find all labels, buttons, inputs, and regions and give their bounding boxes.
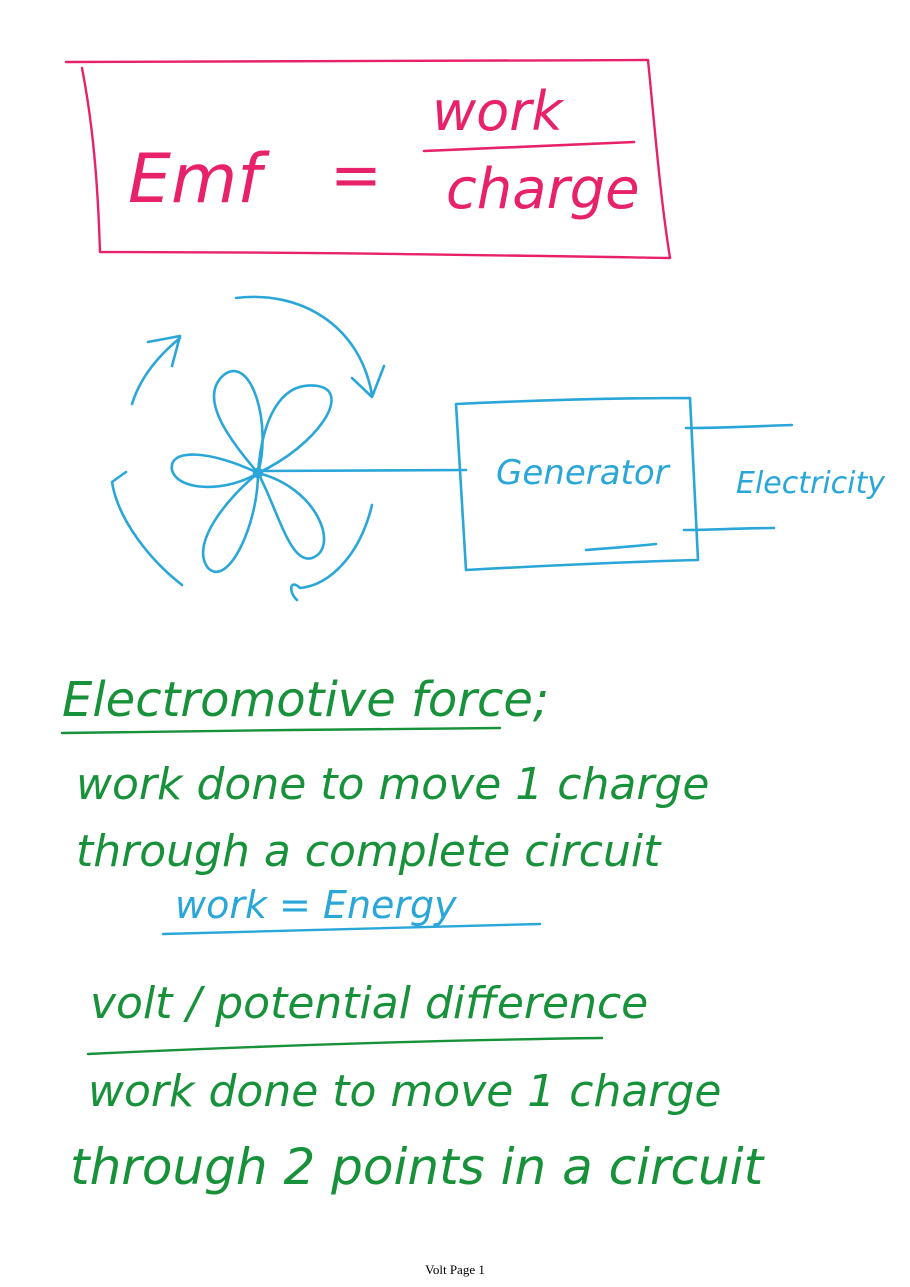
formula-box-border (64, 58, 672, 260)
fan-icon (170, 370, 333, 573)
emf-definition-heading: Electromotive force; (62, 672, 549, 728)
volt-definition: volt / potential difference work done to… (70, 978, 766, 1196)
generator-diagram (110, 295, 794, 602)
work-energy-underline (161, 922, 542, 936)
emf-definition: Electromotive force; work done to move 1… (60, 672, 709, 877)
volt-definition-line-1: work done to move 1 charge (88, 1066, 721, 1117)
volt-definition-heading: volt / potential difference (90, 978, 648, 1029)
fan-blade (170, 453, 260, 489)
emf-definition-line-1: work done to move 1 charge (76, 759, 709, 810)
volt-heading-underline (86, 1036, 604, 1056)
wind-arrow-left-icon (130, 334, 182, 406)
fan-blade (201, 471, 260, 573)
formula-numerator-text: work (432, 80, 565, 143)
wind-arrow-bottom-left-icon (110, 470, 184, 587)
fan-blade (256, 471, 326, 560)
formula-equals-sign: = (330, 138, 382, 211)
formula-emf-text: Emf (128, 140, 270, 219)
electricity-output-label: Electricity (736, 466, 886, 501)
output-wire-top (684, 423, 794, 430)
emf-heading-underline (60, 726, 502, 735)
formula-denominator-text: charge (446, 157, 640, 222)
volt-definition-line-2: through 2 points in a circuit (70, 1138, 766, 1196)
wind-arrow-bottom-right-icon (290, 503, 374, 602)
fan-blade (256, 384, 333, 475)
wind-arrow-top-icon (234, 295, 386, 399)
emf-definition-line-2: through a complete circuit (76, 826, 662, 877)
work-energy-note: work = Energy (161, 883, 542, 936)
output-wire-bottom (682, 526, 776, 532)
generator-box-label: Generator (496, 453, 671, 493)
generator-box-inner-stroke (584, 542, 658, 552)
fan-shaft-line (256, 468, 468, 473)
formula-fraction-bar (422, 140, 636, 153)
work-energy-note-text: work = Energy (175, 883, 457, 927)
page-footer: Volt Page 1 (425, 1262, 485, 1277)
fan-blade (212, 370, 264, 475)
generator-box (454, 396, 700, 572)
emf-formula-box: Emf = work charge (64, 58, 672, 260)
